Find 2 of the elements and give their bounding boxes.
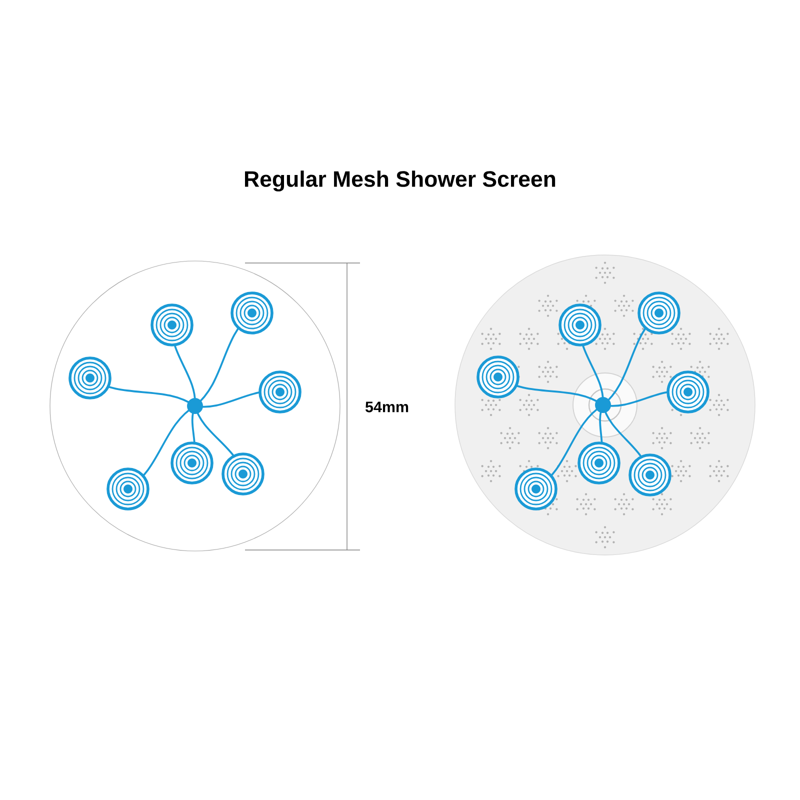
title: Regular Mesh Shower Screen [245,170,556,192]
dimension-label: 54mm [365,402,408,412]
